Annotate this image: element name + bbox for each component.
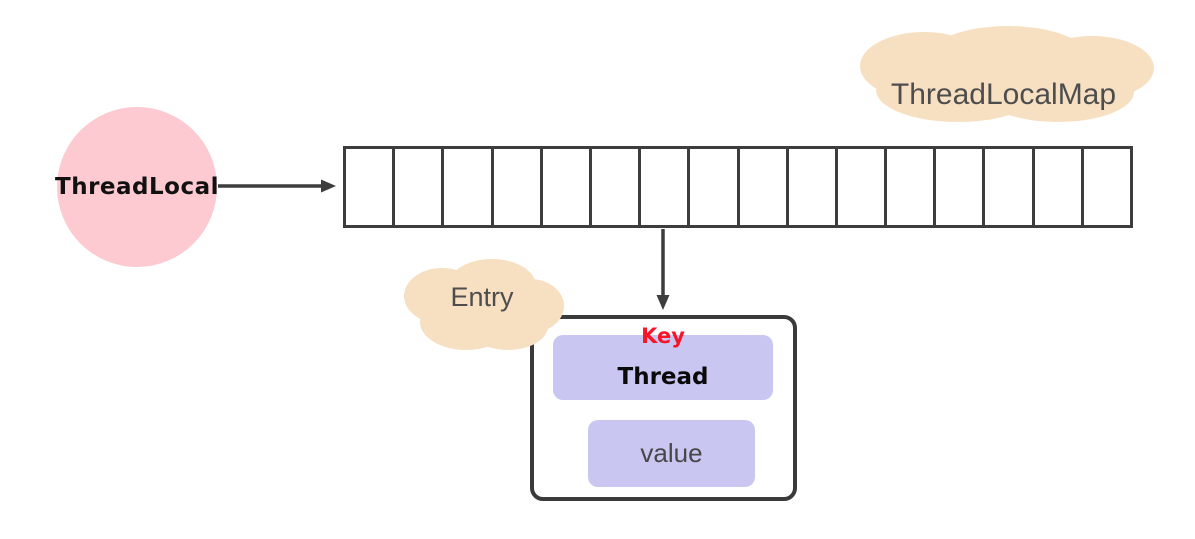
array-cell xyxy=(542,149,592,225)
key-label: Key xyxy=(641,324,685,348)
threadlocal-circle: ThreadLocal xyxy=(55,107,219,267)
entry-label: Entry xyxy=(450,282,514,312)
array-cell xyxy=(493,149,543,225)
thread-rect: Key Thread xyxy=(553,324,773,400)
cloud-shape-icon xyxy=(404,259,564,350)
cloud-shape-icon xyxy=(860,26,1154,122)
array-cell xyxy=(1083,149,1130,225)
value-rect: value xyxy=(588,420,755,487)
array-cell xyxy=(887,149,937,225)
entry-box: Key Thread value xyxy=(530,315,797,501)
array-cell xyxy=(837,149,888,225)
array-cell xyxy=(395,149,445,225)
array-cell xyxy=(690,149,740,225)
array-cell xyxy=(739,149,789,225)
array-cell xyxy=(1034,149,1084,225)
thread-label: Thread xyxy=(617,364,709,390)
bucket-array xyxy=(343,146,1133,228)
array-cell xyxy=(641,149,691,225)
threadlocalmap-cloud: ThreadLocalMap xyxy=(846,20,1161,128)
value-label: value xyxy=(640,438,703,468)
threadlocalmap-label: ThreadLocalMap xyxy=(890,78,1117,111)
entry-cloud: Entry xyxy=(396,250,568,356)
array-cell xyxy=(985,149,1035,225)
threadlocal-label: ThreadLocal xyxy=(55,174,219,200)
array-cell xyxy=(444,149,494,225)
array-cell xyxy=(788,149,838,225)
array-cell xyxy=(936,149,986,225)
array-cell xyxy=(591,149,642,225)
array-cell xyxy=(346,149,396,225)
